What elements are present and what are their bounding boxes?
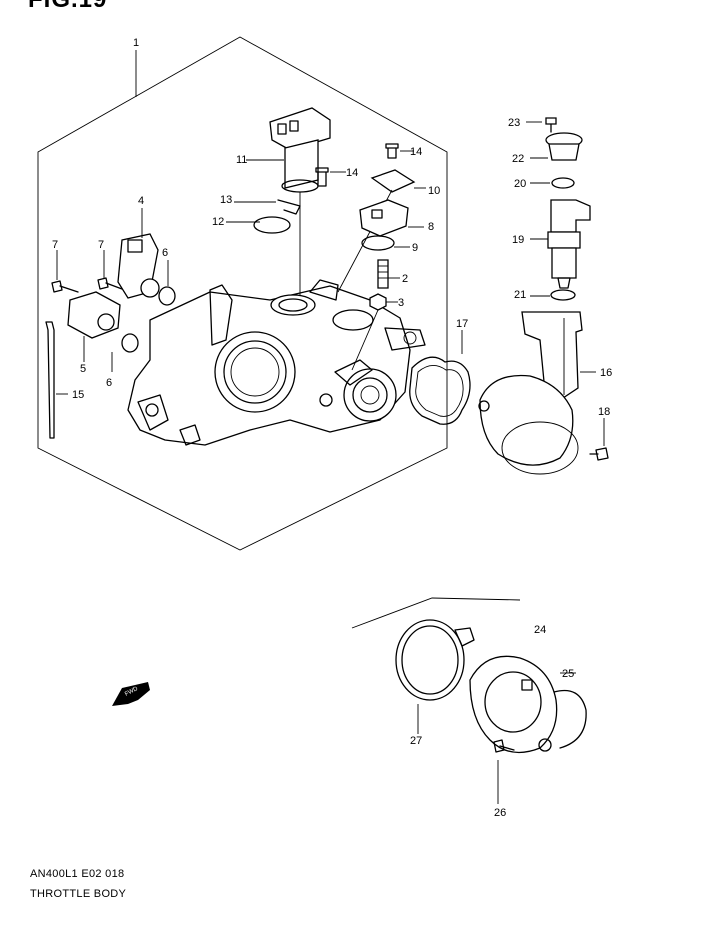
part-label-26: 26 xyxy=(494,807,506,819)
part-19-injector xyxy=(547,199,591,289)
part-7-screw-b xyxy=(97,277,123,290)
part-26-bolt xyxy=(493,739,515,753)
part-6-oring-b xyxy=(121,333,139,353)
part-22-cap xyxy=(545,132,583,161)
part-label-8: 8 xyxy=(428,221,434,233)
part-label-13: 13 xyxy=(220,194,232,206)
part-9-oring xyxy=(361,235,395,251)
part-7-screw-a xyxy=(51,280,79,293)
part-27-hose xyxy=(395,619,475,701)
part-14-screw-a xyxy=(315,167,329,187)
part-label-11: 11 xyxy=(236,154,247,166)
part-label-12: 12 xyxy=(212,216,224,228)
part-label-9: 9 xyxy=(412,242,418,254)
part-label-14: 14 xyxy=(346,167,358,179)
leader-lines xyxy=(56,50,605,804)
part-24-25-adapter xyxy=(469,655,587,754)
group-24-bracket-line xyxy=(351,597,521,629)
throttle-body-casting xyxy=(127,279,426,446)
part-10-plate xyxy=(370,169,416,193)
part-13-clip xyxy=(277,199,301,215)
part-4-sensor xyxy=(117,233,160,299)
part-20-oring xyxy=(551,177,575,189)
part-label-14: 14 xyxy=(410,146,422,158)
figure-title: FIG.19 xyxy=(28,0,107,14)
part-label-23: 23 xyxy=(508,117,520,129)
part-18-bolt xyxy=(589,447,609,461)
footer-caption: THROTTLE BODY xyxy=(30,888,127,900)
part-label-22: 22 xyxy=(512,153,524,165)
part-label-1: 1 xyxy=(133,37,139,49)
part-label-17: 17 xyxy=(456,318,468,330)
fwd-arrow-icon: FWD xyxy=(112,682,150,706)
part-2-stud xyxy=(377,259,389,289)
part-16-holder xyxy=(478,311,583,475)
part-14-screw-b xyxy=(385,143,399,159)
part-label-18: 18 xyxy=(598,406,610,418)
part-label-21: 21 xyxy=(514,289,526,301)
part-17-gasket xyxy=(409,356,471,425)
part-label-27: 27 xyxy=(410,735,422,747)
part-11-sensor xyxy=(269,107,331,296)
part-15-cable-tie xyxy=(45,321,55,439)
part-label-4: 4 xyxy=(138,195,144,207)
part-label-20: 20 xyxy=(514,178,526,190)
part-label-15: 15 xyxy=(72,389,84,401)
part-label-7: 7 xyxy=(98,239,104,251)
footer-code: AN400L1 E02 018 xyxy=(30,868,125,880)
part-label-6: 6 xyxy=(106,377,112,389)
part-23-bolt xyxy=(545,117,557,133)
part-label-24: 24 xyxy=(534,624,546,636)
part-label-19: 19 xyxy=(512,234,524,246)
part-label-25: 25 xyxy=(562,668,574,680)
part-label-2: 2 xyxy=(402,273,408,285)
part-label-7: 7 xyxy=(52,239,58,251)
part-label-3: 3 xyxy=(398,297,404,309)
part-6-oring-a xyxy=(158,286,176,306)
part-label-16: 16 xyxy=(600,367,612,379)
part-label-5: 5 xyxy=(80,363,86,375)
assembly-1-outline xyxy=(37,36,448,551)
part-label-10: 10 xyxy=(428,185,440,197)
part-label-6: 6 xyxy=(162,247,168,259)
part-21-oring xyxy=(550,289,576,301)
part-3-nut xyxy=(369,293,387,311)
part-5-bracket xyxy=(67,291,121,339)
part-8-sensor xyxy=(359,199,409,237)
part-12-oring xyxy=(253,216,291,234)
